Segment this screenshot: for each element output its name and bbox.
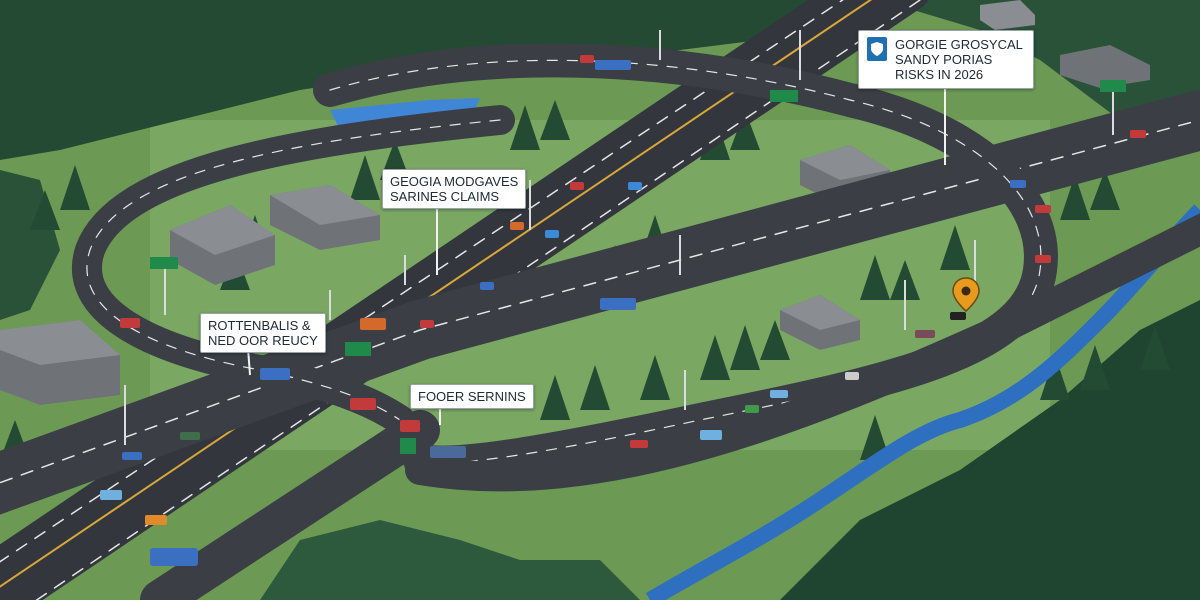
- georgia-label-line-2: SARINES CLAIMS: [390, 189, 500, 204]
- rottenbalis-label[interactable]: ROTTENBALIS & NED OOR REUCY: [200, 313, 326, 353]
- fooer-sernins-label[interactable]: FOOER SERNINS: [410, 384, 534, 409]
- shield-icon: [867, 37, 887, 61]
- fooer-label-line-1: FOOER SERNINS: [418, 389, 526, 404]
- green-road-signs: [150, 80, 1126, 454]
- river: [645, 204, 1200, 600]
- vehicles: [100, 55, 1146, 566]
- street-lights: [124, 30, 976, 445]
- gorgie-sign-line-1: GORGIE GROSYCAL: [895, 37, 1023, 52]
- buildings: [0, 0, 1150, 405]
- location-pin-icon[interactable]: [952, 277, 980, 312]
- gorgie-sign-line-3: RISKS IN 2026: [895, 67, 984, 82]
- rottenbalis-label-line-1: ROTTENBALIS &: [208, 318, 311, 333]
- gorgie-sign-line-2: SANDY PORIAS: [895, 52, 993, 67]
- forest-bottom: [260, 520, 640, 600]
- rottenbalis-label-line-2: NED OOR REUCY: [208, 333, 318, 348]
- georgia-label-line-1: GEOGIA MODGAVES: [390, 174, 519, 189]
- gorgie-risk-sign-text: GORGIE GROSYCAL SANDY PORIAS RISKS IN 20…: [895, 37, 1023, 82]
- gorgie-risk-sign[interactable]: GORGIE GROSYCAL SANDY PORIAS RISKS IN 20…: [858, 30, 1034, 89]
- georgia-claims-label[interactable]: GEOGIA MODGAVES SARINES CLAIMS: [382, 169, 527, 209]
